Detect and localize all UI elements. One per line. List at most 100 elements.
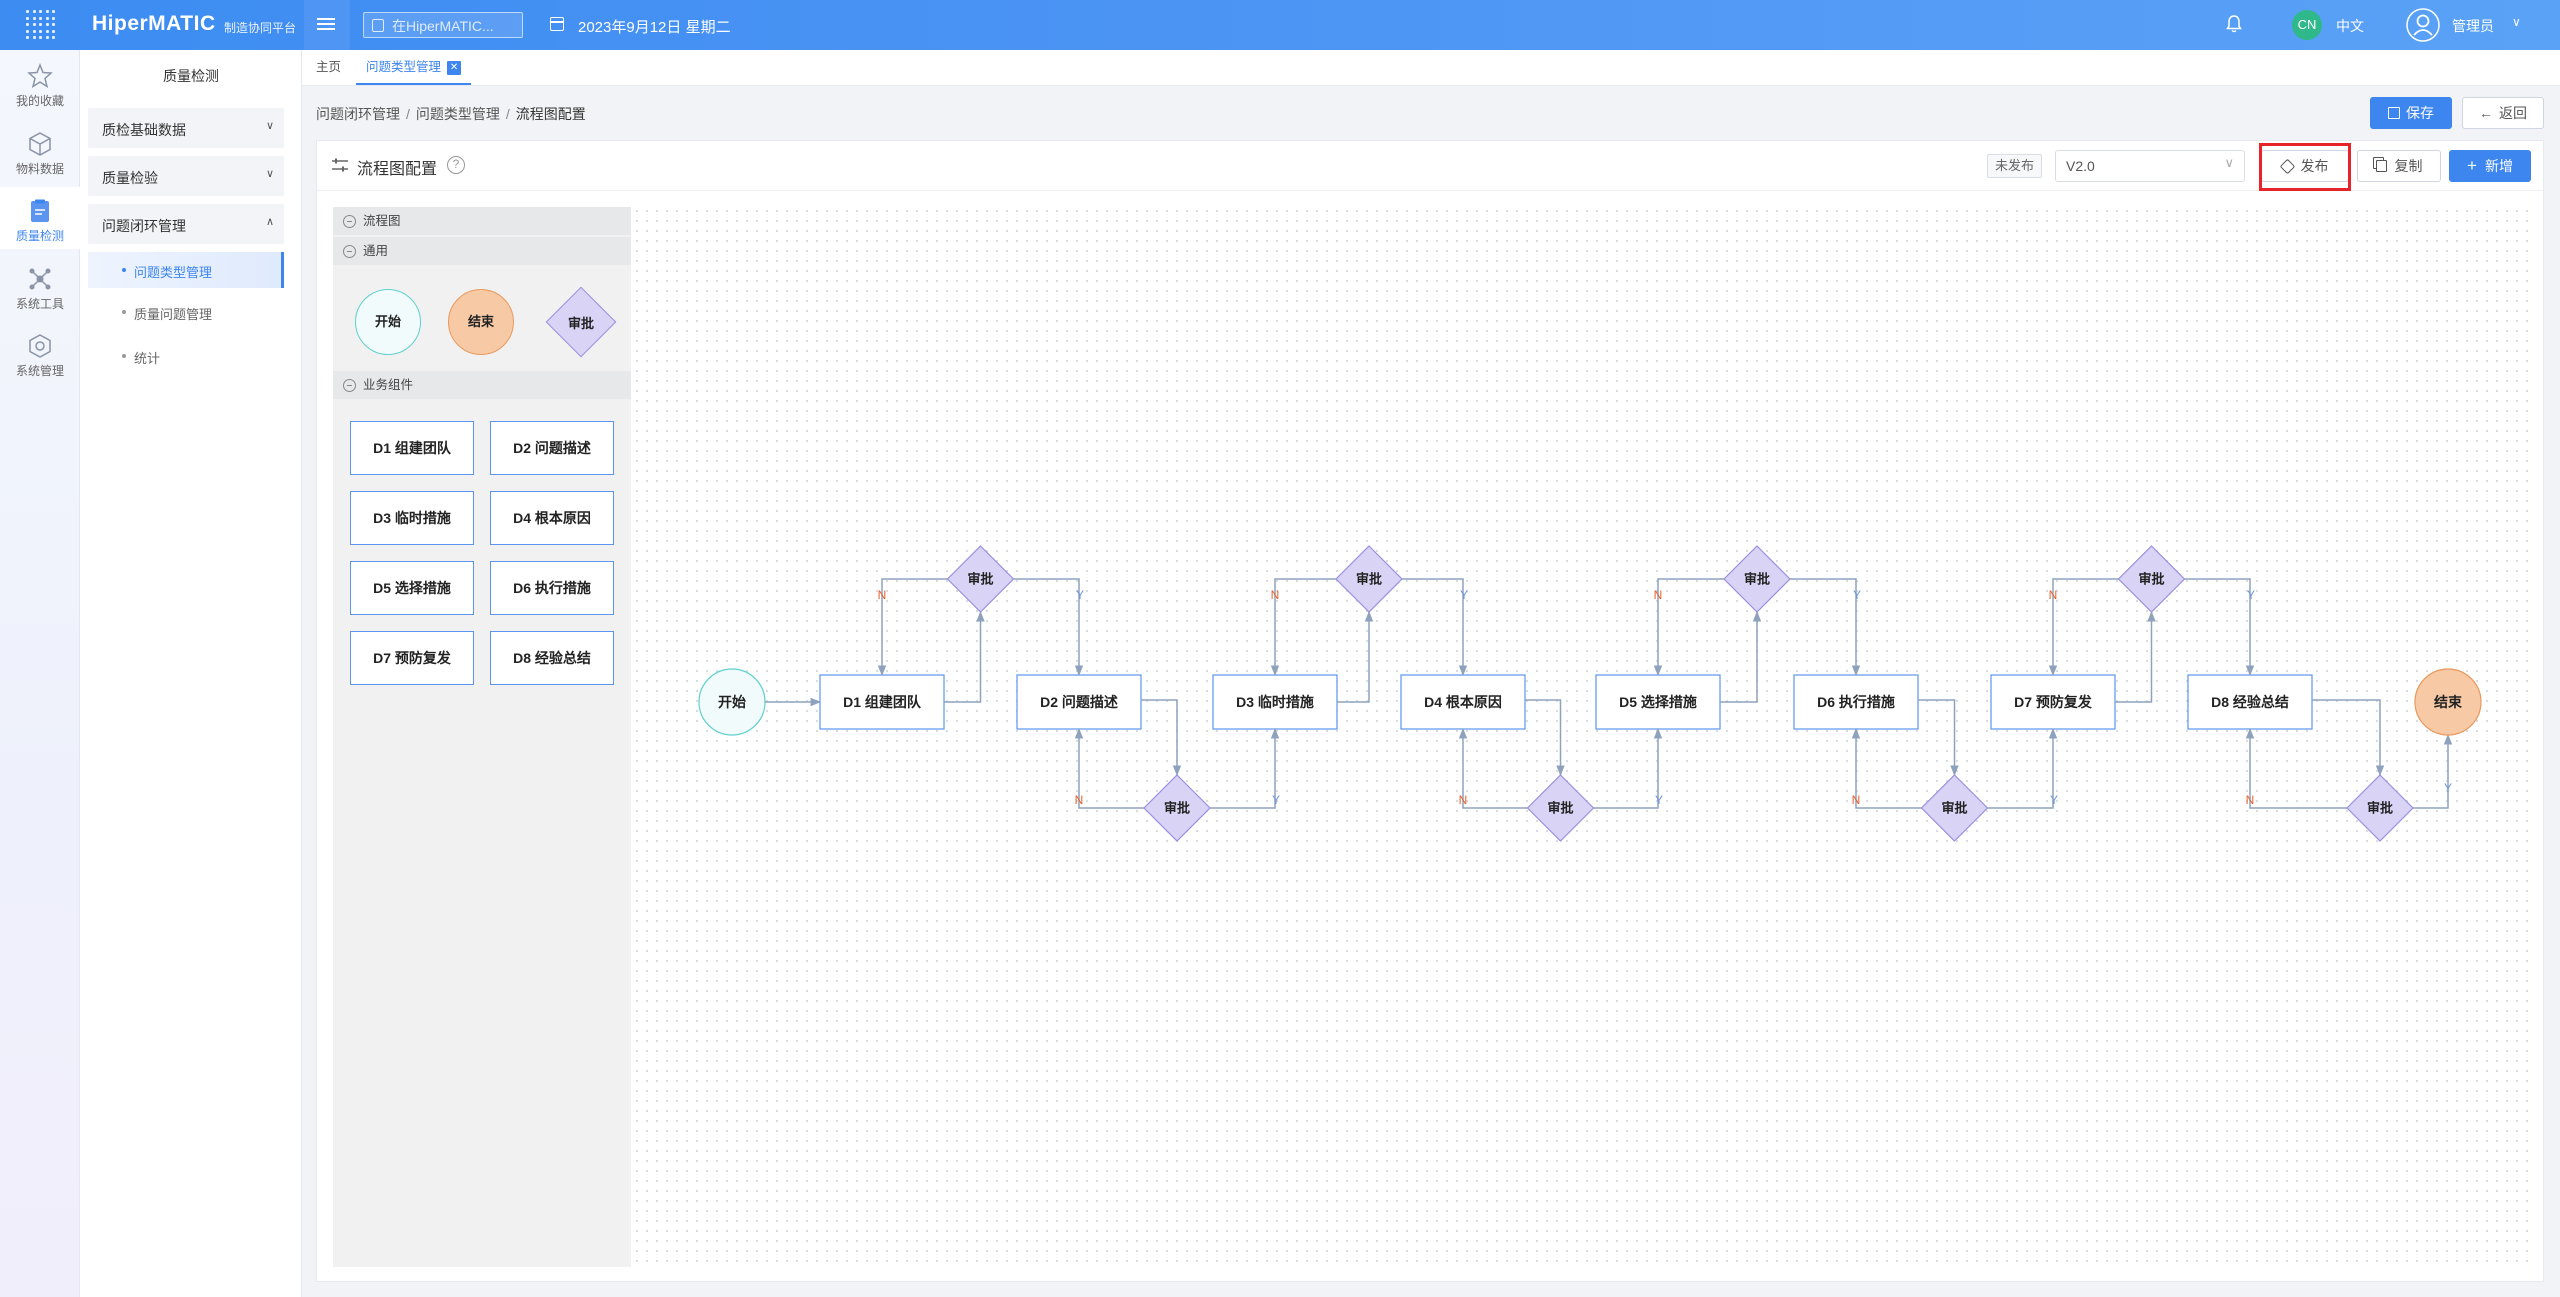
panel-title: 流程图配置 <box>357 161 438 178</box>
flow-edge <box>1593 727 1663 809</box>
copy-button[interactable]: 复制 <box>2357 150 2441 182</box>
current-date: 2023年9月12日 星期二 <box>578 19 731 36</box>
flow-yes-label: Y <box>2050 793 2058 807</box>
user-name[interactable]: 管理员 <box>2452 18 2494 34</box>
star-icon <box>27 62 53 89</box>
flow-approve-diamond[interactable] <box>1723 545 1791 613</box>
tab-home[interactable]: 主页 <box>316 50 341 85</box>
language-badge[interactable]: CN <box>2292 10 2322 40</box>
menu-toggle-area <box>304 0 350 50</box>
search-icon <box>372 19 384 32</box>
flow-step-node[interactable] <box>1793 674 1919 730</box>
version-select[interactable]: V2.0 ∨ <box>2055 150 2245 182</box>
tag-icon <box>2279 158 2295 175</box>
flow-approve-diamond[interactable] <box>946 545 1015 613</box>
chevron-down-icon[interactable]: ∨ <box>2512 15 2521 29</box>
palette-component-d3[interactable]: D3 临时措施 <box>350 491 474 545</box>
flow-approve-label: 审批 <box>1547 801 1573 816</box>
flow-approve-diamond[interactable] <box>2117 545 2186 613</box>
palette-section-business[interactable]: 业务组件 <box>333 371 631 399</box>
back-button-label: 返回 <box>2499 105 2527 121</box>
palette-component-d5[interactable]: D5 选择措施 <box>350 561 474 615</box>
flow-approve-diamond[interactable] <box>1920 774 1989 842</box>
save-button-label: 保存 <box>2406 105 2434 121</box>
flow-step-label: D3 临时措施 <box>1236 694 1314 710</box>
plus-icon: + <box>2467 156 2477 175</box>
flow-approve-label: 审批 <box>1356 572 1382 587</box>
flow-edge <box>1790 578 1861 677</box>
flow-approve-diamond[interactable] <box>1335 545 1403 613</box>
flow-approve-diamond[interactable] <box>1143 774 1211 842</box>
bullet-icon <box>122 310 126 314</box>
flow-no-label: N <box>1852 793 1861 807</box>
flow-approve-diamond[interactable] <box>1526 774 1595 842</box>
sub-menu: 质量检测 质检基础数据 ∨ 质量检验 ∨ 问题闭环管理 ∧ 问题类型管理 质量问… <box>80 50 302 1297</box>
user-avatar-icon[interactable] <box>2406 8 2440 42</box>
rail-item-favorites[interactable]: 我的收藏 <box>0 52 80 114</box>
palette-end-node[interactable]: 结束 <box>448 289 514 355</box>
palette-start-node[interactable]: 开始 <box>355 289 421 355</box>
rail-item-quality[interactable]: 质量检测 <box>0 187 80 249</box>
cube-icon <box>29 132 51 156</box>
flow-yes-label: Y <box>1655 793 1663 807</box>
menu-group-closed-loop[interactable]: 问题闭环管理 ∧ <box>88 204 284 244</box>
logo-grid-icon[interactable] <box>26 10 56 40</box>
palette-component-d2[interactable]: D2 问题描述 <box>490 421 614 475</box>
breadcrumb-item[interactable]: 问题类型管理 <box>415 106 500 122</box>
menu-item-problem-type[interactable]: 问题类型管理 <box>88 252 284 288</box>
palette-component-d4[interactable]: D4 根本原因 <box>490 491 614 545</box>
search-input[interactable] <box>392 16 517 36</box>
flow-edge <box>2312 699 2385 777</box>
language-label[interactable]: 中文 <box>2336 18 2364 34</box>
flow-step-node[interactable] <box>1016 674 1142 730</box>
menu-group-inspection[interactable]: 质量检验 ∨ <box>88 156 284 196</box>
menu-group-label: 质量检验 <box>102 170 158 186</box>
flow-edge <box>2115 610 2156 703</box>
flow-edge <box>1141 699 1182 777</box>
arrow-left-icon: ← <box>2479 105 2493 121</box>
menu-group-basic-data[interactable]: 质检基础数据 ∨ <box>88 108 284 148</box>
top-bar: HiperMATIC 制造协同平台 2023年9月12日 星期二 CN 中文 管… <box>0 0 2560 50</box>
palette-section-label: 业务组件 <box>363 378 414 392</box>
flow-edge <box>1458 727 1528 809</box>
flow-step-label: D6 执行措施 <box>1817 694 1895 710</box>
palette-section-flow[interactable]: 流程图 <box>333 207 631 235</box>
flow-step-label: D7 预防复发 <box>2014 694 2093 710</box>
palette-component-d6[interactable]: D6 执行措施 <box>490 561 614 615</box>
palette-approve-label: 审批 <box>567 316 594 331</box>
rail-item-material[interactable]: 物料数据 <box>0 120 80 182</box>
rail-item-tools[interactable]: 系统工具 <box>0 255 80 317</box>
add-button[interactable]: +新增 <box>2449 150 2531 182</box>
publish-button[interactable]: 发布 <box>2261 150 2349 182</box>
palette-component-d7[interactable]: D7 预防复发 <box>350 631 474 685</box>
save-button[interactable]: 保存 <box>2370 97 2452 129</box>
flow-approve-diamond[interactable] <box>2346 774 2414 842</box>
breadcrumb-item[interactable]: 问题闭环管理 <box>316 106 400 122</box>
tab-label: 主页 <box>316 60 342 74</box>
palette-section-common[interactable]: 通用 <box>333 237 631 265</box>
bell-icon[interactable] <box>2226 15 2242 33</box>
flow-edge <box>1074 727 1144 809</box>
flow-step-node[interactable] <box>2187 674 2313 730</box>
menu-item-quality-problem[interactable]: 质量问题管理 <box>88 294 284 330</box>
palette-component-d1[interactable]: D1 组建团队 <box>350 421 474 475</box>
menu-toggle-icon[interactable] <box>317 15 335 35</box>
tab-problem-type[interactable]: 问题类型管理✕ <box>356 50 472 85</box>
calendar-icon <box>550 17 564 31</box>
flow-approve-label: 审批 <box>2367 801 2393 816</box>
global-search[interactable] <box>363 12 523 38</box>
flow-edge <box>2245 727 2347 809</box>
rail-item-system[interactable]: 系统管理 <box>0 322 80 384</box>
close-icon[interactable]: ✕ <box>447 60 462 75</box>
flow-end-node[interactable] <box>2414 668 2482 736</box>
flow-no-label: N <box>1654 588 1663 602</box>
flow-yes-label: Y <box>2247 588 2255 602</box>
menu-item-statistics[interactable]: 统计 <box>88 338 284 374</box>
palette-component-d8[interactable]: D8 经验总结 <box>490 631 614 685</box>
back-button[interactable]: ← 返回 <box>2462 97 2544 129</box>
box-icon <box>29 334 51 358</box>
flow-edge <box>1270 578 1336 677</box>
help-icon[interactable]: ? <box>447 156 465 174</box>
